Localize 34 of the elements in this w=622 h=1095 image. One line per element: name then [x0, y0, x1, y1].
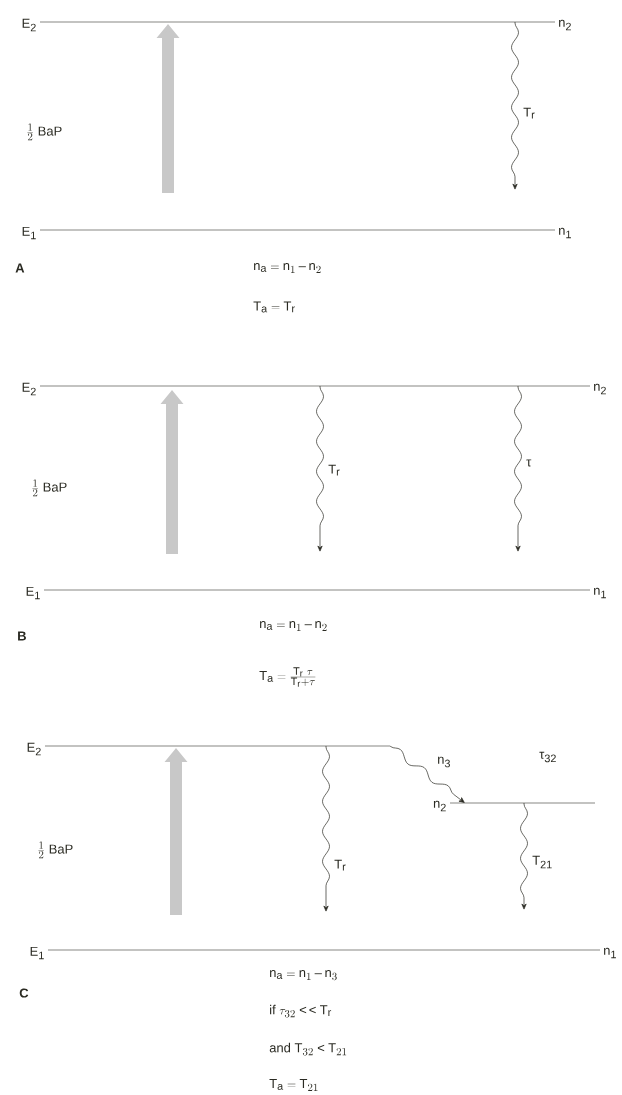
equation: $\mathrm{if}\ \tau_{32} <\,< T_r$ [270, 1004, 332, 1018]
energy-level: E$_{2}$ n$_{2}$ [22, 18, 571, 32]
wavy-arrow [520, 802, 528, 910]
energy-level: n$_{2}$ [433, 800, 596, 812]
equation: $n_a = n_1 - n_2$ [260, 621, 327, 631]
wavy-arrow [511, 21, 519, 190]
edge-label: τ [526, 459, 532, 467]
panel-letter: A [15, 263, 25, 273]
wavy-arrow [322, 745, 330, 912]
equation: $\mathrm{and}\ T_{32} < T_{21}$ [269, 1042, 347, 1056]
equation: $T_a = T_r$ [253, 301, 295, 313]
panel-letter: B [18, 631, 26, 641]
pump-label: $\frac{1}{2}\ \mathrm{BaP}$ [38, 841, 73, 859]
energy-level: E$_{2}$ [27, 742, 391, 756]
energy-level: E$_{2}$ n$_{2}$ [22, 382, 606, 396]
energy-level: E$_{1}$ n$_{1}$ [26, 586, 606, 600]
equation: $n_a = n_1 - n_2$ [254, 263, 321, 273]
energy-level: E$_{1}$ n$_{1}$ [30, 946, 616, 960]
pump-label: $\frac{1}{2}\ \mathrm{BaP}$ [27, 123, 62, 141]
equation: $T_a = T_{21}$ [269, 1079, 318, 1091]
wavy-arrow [316, 385, 324, 552]
panel-letter: C [19, 988, 29, 998]
pump-label: $\frac{1}{2}\ \mathrm{BaP}$ [32, 479, 67, 497]
edge-label: n$_{3}$ [438, 756, 450, 768]
energy-level: E$_{1}$ n$_{1}$ [22, 226, 571, 240]
wavy-arrow [514, 385, 522, 552]
edge-label: T$_{r}$ [523, 107, 535, 119]
edge-label: T$_{21}$ [532, 855, 552, 869]
text-label: τ$_{32}$ [539, 751, 556, 763]
equation: $n_a = n_1 - n_3$ [270, 970, 337, 981]
edge-label: T$_{r}$ [334, 859, 346, 871]
edge-label: T$_{r}$ [328, 464, 340, 476]
wavy-arrow [389, 745, 465, 803]
equation: $T_a = \frac{T_r\ \tau}{T_r + \tau}$ [259, 667, 316, 687]
